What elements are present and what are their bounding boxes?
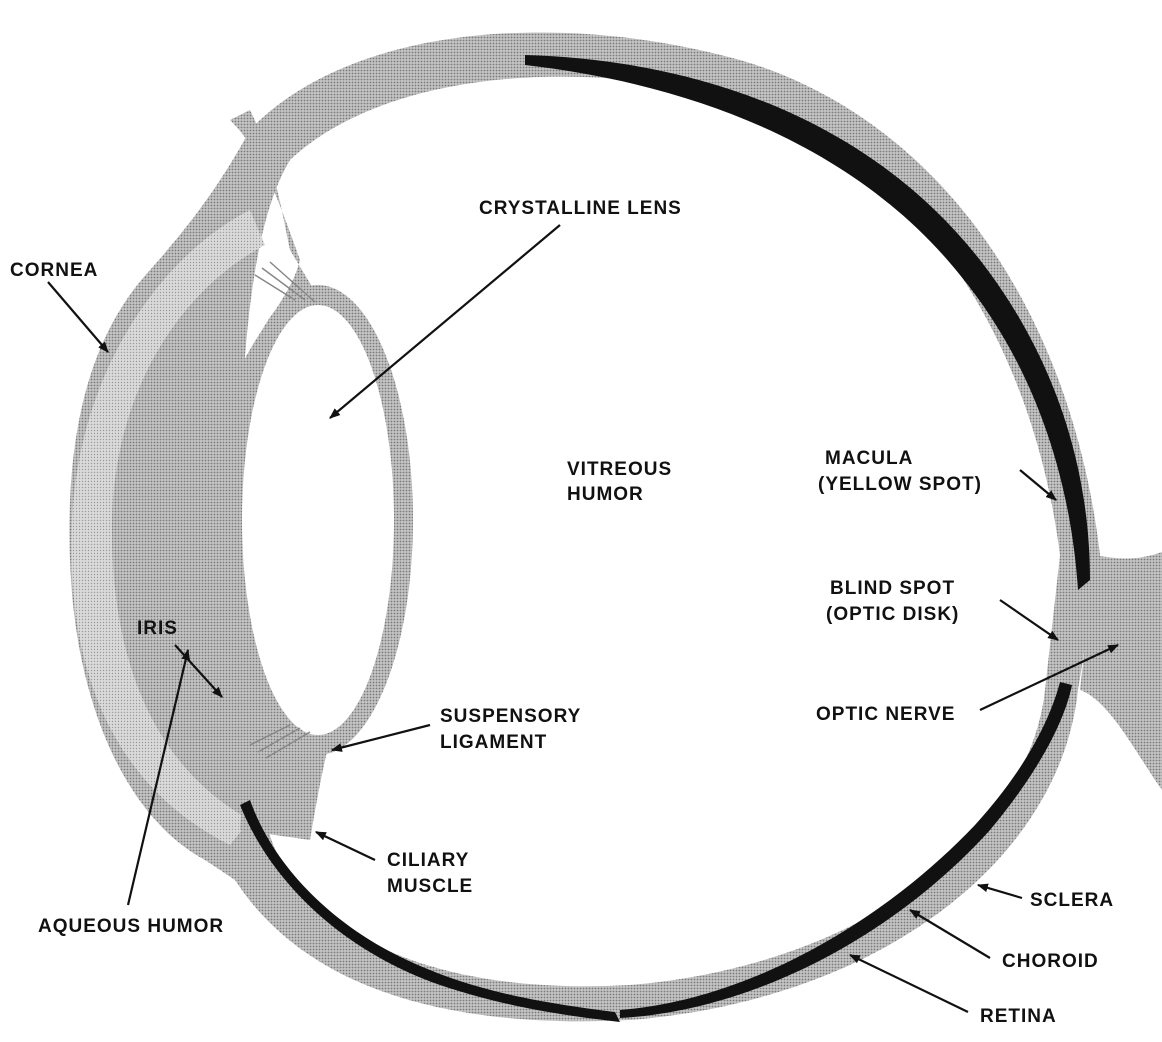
label-suspensory-line1: SUSPENSORY [440, 706, 581, 727]
label-choroid: CHOROID [1002, 951, 1099, 972]
label-macula-line2: (YELLOW SPOT) [818, 474, 982, 495]
pointer-choroid [910, 910, 990, 958]
lens-interior [242, 305, 394, 735]
label-vitreous-line1: VITREOUS [567, 459, 672, 480]
label-ciliary-line1: CILIARY [387, 850, 469, 871]
label-macula-line1: MACULA [825, 448, 913, 469]
label-iris: IRIS [137, 618, 178, 639]
label-aqueous-humor: AQUEOUS HUMOR [38, 916, 224, 937]
pointer-sclera [978, 885, 1022, 898]
label-blind-spot-line2: (OPTIC DISK) [826, 604, 959, 625]
label-optic-nerve: OPTIC NERVE [816, 704, 955, 725]
label-crystalline-lens: CRYSTALLINE LENS [479, 198, 682, 219]
label-ciliary-line2: MUSCLE [387, 876, 473, 897]
label-blind-spot-line1: BLIND SPOT [830, 578, 955, 599]
label-sclera: SCLERA [1030, 890, 1114, 911]
pointer-cornea [48, 282, 108, 352]
pointer-retina [850, 955, 968, 1012]
label-cornea: CORNEA [10, 260, 98, 281]
label-vitreous-line2: HUMOR [567, 484, 644, 505]
label-retina: RETINA [980, 1006, 1057, 1027]
label-suspensory-line2: LIGAMENT [440, 732, 547, 753]
